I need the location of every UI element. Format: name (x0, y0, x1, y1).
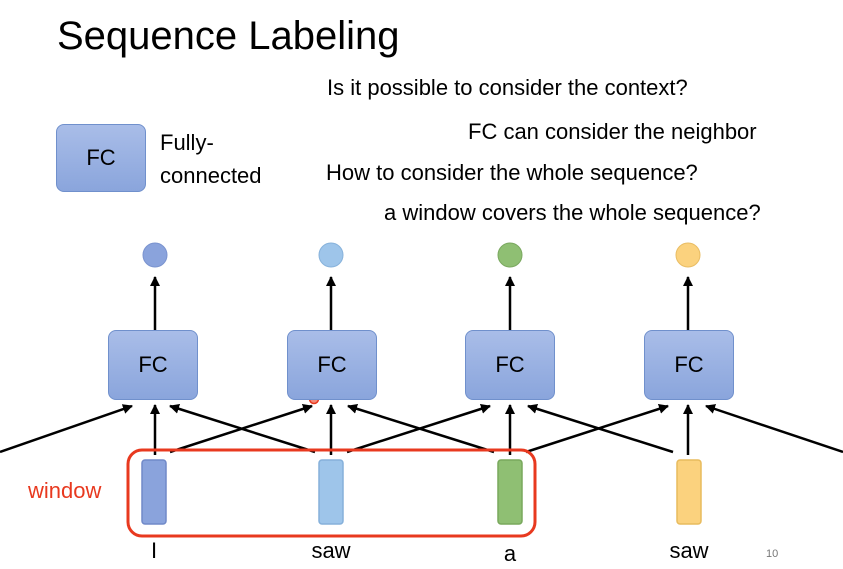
fc-box-2: FC (287, 330, 377, 400)
page-number: 10 (766, 548, 779, 560)
word-4: saw (669, 538, 709, 563)
fc-box-2-label: FC (317, 352, 347, 377)
fc-box-3: FC (465, 330, 555, 400)
question-whole-sequence: How to consider the whole sequence? (326, 160, 698, 185)
window-label: window (28, 478, 102, 503)
word-2: saw (311, 538, 351, 563)
output-circle-1 (142, 242, 168, 268)
fc-box-4-label: FC (674, 352, 704, 377)
fc-box-1-label: FC (138, 352, 168, 377)
fc-box-3-label: FC (495, 352, 525, 377)
fc-box-4: FC (644, 330, 734, 400)
input-vector-1 (141, 459, 167, 525)
input-vector-4 (676, 459, 702, 525)
arrow-offleft-fc1 (0, 404, 133, 454)
legend-description-line2: connected (160, 163, 262, 188)
fc-box-1: FC (108, 330, 198, 400)
window-frame (126, 448, 537, 538)
arrow-input3-fc4 (525, 404, 669, 454)
arrow-input2-fc3 (346, 403, 491, 454)
output-circle-3 (497, 242, 523, 268)
input-vector-2 (318, 459, 344, 525)
output-circle-4 (675, 242, 701, 268)
legend-fc-box: FC (56, 124, 146, 192)
output-circle-2 (318, 242, 344, 268)
legend-description-line1: Fully- (160, 130, 214, 155)
note-neighbor: FC can consider the neighbor (468, 119, 757, 144)
page-title: Sequence Labeling (57, 14, 400, 58)
input-vector-3 (497, 459, 523, 525)
arrow-input1-fc2 (169, 404, 313, 454)
word-1: I (150, 538, 158, 563)
arrow-offright-fc4 (705, 404, 843, 454)
legend-fc-label: FC (86, 145, 116, 170)
question-context: Is it possible to consider the context? (327, 75, 688, 100)
question-window: a window covers the whole sequence? (384, 200, 761, 225)
word-3: a (503, 541, 517, 566)
